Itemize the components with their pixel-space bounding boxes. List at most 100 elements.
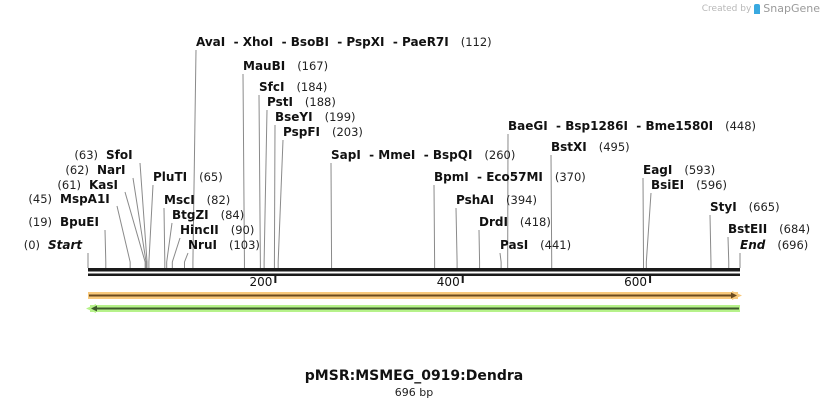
- enzyme-name: MauBI: [243, 59, 285, 73]
- site-position: (62): [65, 163, 89, 177]
- enzyme-name: AvaI - XhoI - BsoBI - PspXI - PaeR7I: [196, 35, 449, 49]
- cut-site-label[interactable]: BseYI(199): [275, 110, 356, 124]
- enzyme-name: NruI: [188, 238, 217, 252]
- forward-feature[interactable]: [88, 291, 742, 300]
- cut-site-label[interactable]: StyI(665): [710, 200, 780, 214]
- cut-site-label[interactable]: PshAI (394): [456, 193, 537, 207]
- ruler-tick-label: 200: [249, 275, 272, 289]
- cut-site-line: [242, 73, 245, 268]
- cut-site-label[interactable]: SfoI(63): [74, 148, 132, 162]
- cut-site-line: [139, 162, 148, 268]
- site-position: (184): [296, 80, 327, 94]
- site-position: (495): [599, 140, 630, 154]
- site-position: (188): [305, 95, 336, 109]
- cut-site-label[interactable]: HincII(90): [180, 223, 254, 237]
- enzyme-name: SfcI: [259, 80, 284, 94]
- cut-site-line: [124, 191, 146, 268]
- enzyme-name: BstXI: [551, 140, 587, 154]
- cut-site-line: [277, 139, 284, 268]
- enzyme-name: PshAI: [456, 193, 494, 207]
- cut-site-line: [183, 252, 189, 268]
- cut-site-label[interactable]: NarI (62): [65, 163, 125, 177]
- site-position: (684): [779, 222, 810, 236]
- cut-site-label[interactable]: EagI(593): [643, 163, 715, 177]
- snapgene-logo-icon: [754, 3, 761, 14]
- cut-site-label[interactable]: MauBI (167): [243, 59, 328, 73]
- enzyme-name: BstEII: [728, 222, 767, 236]
- cut-site-label[interactable]: SapI - MmeI - BspQI(260): [331, 148, 515, 162]
- site-position: (112): [461, 35, 492, 49]
- enzyme-name: PluTI: [153, 170, 187, 184]
- cut-site-label[interactable]: PasI(441): [500, 238, 571, 252]
- reverse-feature[interactable]: [86, 304, 740, 313]
- site-position: (0): [24, 238, 40, 252]
- enzyme-name: Start: [48, 238, 83, 252]
- cut-site-label[interactable]: SfcI (184): [259, 80, 327, 94]
- enzyme-name: NarI: [97, 163, 126, 177]
- site-position: (167): [297, 59, 328, 73]
- site-position: (418): [520, 215, 551, 229]
- cut-site-label[interactable]: BstXI (495): [551, 140, 630, 154]
- cut-site-label[interactable]: PspFI (203): [283, 125, 363, 139]
- cut-site-label[interactable]: MscI(82): [164, 193, 230, 207]
- cut-site-line: [171, 237, 181, 268]
- cut-site-line: [132, 177, 147, 268]
- site-position: (394): [506, 193, 537, 207]
- enzyme-name: PstI: [267, 95, 293, 109]
- site-position: (45): [28, 192, 52, 206]
- cut-site-labels: Start (0) BpuEI(19) MspA1I(45)KasI(61)NarI (…: [24, 35, 810, 252]
- enzyme-name: HincII: [180, 223, 219, 237]
- site-position: (696): [777, 238, 808, 252]
- cut-site-label[interactable]: BsiEI(596): [651, 178, 727, 192]
- enzyme-name: SapI - MmeI - BspQI: [331, 148, 472, 162]
- site-position: (370): [555, 170, 586, 184]
- cut-site-line: [148, 184, 154, 268]
- sequence-name: pMSR:MSMEG_0919:Dendra: [304, 368, 524, 384]
- cut-site-label[interactable]: BaeGI - Bsp1286I - Bme1580I(448): [508, 119, 756, 133]
- cut-site-label[interactable]: BpmI - Eco57MI (370): [434, 170, 586, 184]
- site-position: (103): [229, 238, 260, 252]
- cut-site-label[interactable]: PstI (188): [267, 95, 336, 109]
- enzyme-name: PspFI: [283, 125, 320, 139]
- ruler-tick-label: 400: [437, 275, 460, 289]
- cut-site-line: [727, 236, 730, 268]
- ruler-tick: [649, 276, 652, 283]
- cut-site-label[interactable]: BpuEI(19): [28, 215, 99, 229]
- site-position: (203): [332, 125, 363, 139]
- cut-site-label[interactable]: PluTI (65): [153, 170, 223, 184]
- cut-site-label[interactable]: AvaI - XhoI - BsoBI - PspXI - PaeR7I (112…: [196, 35, 492, 49]
- cut-site-label[interactable]: BstEII (684): [728, 222, 810, 236]
- ruler-tick: [274, 276, 277, 283]
- ruler-tick: [461, 276, 464, 283]
- sequence-backbone: [88, 268, 740, 276]
- site-position: (82): [207, 193, 231, 207]
- snapgene-branding: Created by SnapGene: [702, 2, 820, 15]
- cut-site-line: [104, 229, 107, 268]
- created-by-text: Created by: [701, 3, 752, 14]
- cut-site-label[interactable]: MspA1I(45): [28, 192, 109, 206]
- enzyme-name: EagI: [643, 163, 672, 177]
- enzyme-name: DrdI: [479, 215, 508, 229]
- cut-site-line: [163, 207, 166, 268]
- enzyme-name: PasI: [500, 238, 528, 252]
- cut-site-label[interactable]: DrdI (418): [479, 215, 551, 229]
- enzyme-name: SfoI: [106, 148, 133, 162]
- site-position: (448): [725, 119, 756, 133]
- cut-site-line: [499, 252, 502, 268]
- cut-site-label[interactable]: Start (0): [24, 238, 84, 252]
- site-position: (65): [199, 170, 223, 184]
- enzyme-name: BpmI - Eco57MI: [434, 170, 543, 184]
- cut-site-line: [455, 207, 458, 268]
- cut-site-line: [258, 94, 261, 268]
- cut-site-label[interactable]: NruI (103): [188, 238, 260, 252]
- cut-site-label[interactable]: BtgZI(84): [172, 208, 244, 222]
- sequence-length: 696 bp: [394, 386, 434, 399]
- cut-site-label[interactable]: End(696): [740, 238, 808, 252]
- enzyme-name: BsiEI: [651, 178, 684, 192]
- cut-site-line: [116, 205, 131, 268]
- site-position: (19): [28, 215, 52, 229]
- ruler-tick-label: 600: [624, 275, 647, 289]
- site-position: (665): [749, 200, 780, 214]
- cut-site-label[interactable]: KasI(61): [57, 178, 118, 192]
